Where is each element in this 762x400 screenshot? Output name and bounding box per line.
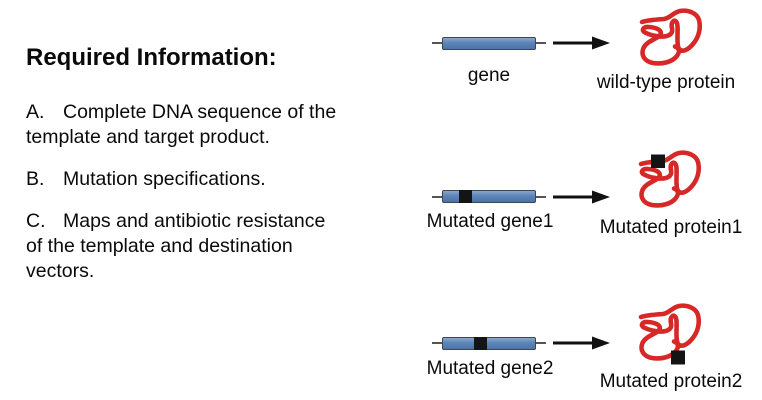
list-item-c-text: Maps and antibiotic resistance of the te… bbox=[26, 210, 326, 282]
mutated-protein2-icon bbox=[638, 303, 702, 365]
mutated-gene2-label: Mutated gene2 bbox=[426, 358, 554, 379]
gene-label: gene bbox=[467, 65, 511, 86]
protein1-mutation-marker bbox=[651, 154, 665, 168]
arrow-right-icon bbox=[553, 36, 610, 50]
list-item-c: C.Maps and antibiotic resistance of the … bbox=[26, 209, 344, 284]
wild-type-protein-icon bbox=[639, 8, 703, 66]
list-item-b: B. Mutation specifications. bbox=[26, 167, 344, 192]
gene1-mutation-marker bbox=[459, 190, 472, 203]
gene2-mutation-marker bbox=[474, 337, 487, 350]
mutated-protein2-label: Mutated protein2 bbox=[599, 371, 743, 392]
mutated-gene1-label: Mutated gene1 bbox=[426, 211, 554, 232]
arrow-right-icon bbox=[553, 190, 610, 204]
list-item-a-text: Complete DNA sequence of the template an… bbox=[26, 101, 337, 148]
wild-type-protein-label: wild-type protein bbox=[596, 72, 736, 93]
list-item-a-label: A. bbox=[26, 101, 45, 123]
page-title: Required Information: bbox=[26, 44, 277, 71]
arrow-right-icon bbox=[553, 336, 610, 350]
list-item-b-text: Mutation specifications. bbox=[63, 168, 266, 190]
mutated-gene2-bar bbox=[442, 337, 536, 350]
gene-bar bbox=[442, 37, 536, 50]
list-item-b-label: B. bbox=[26, 168, 45, 190]
protein2-mutation-marker bbox=[671, 350, 685, 365]
list-item-a: A.Complete DNA sequence of the template … bbox=[26, 100, 344, 150]
list-item-c-label: C. bbox=[26, 210, 46, 232]
mutated-protein1-icon bbox=[638, 150, 702, 208]
mutated-protein1-label: Mutated protein1 bbox=[599, 217, 743, 238]
mutated-gene1-bar bbox=[442, 190, 536, 203]
